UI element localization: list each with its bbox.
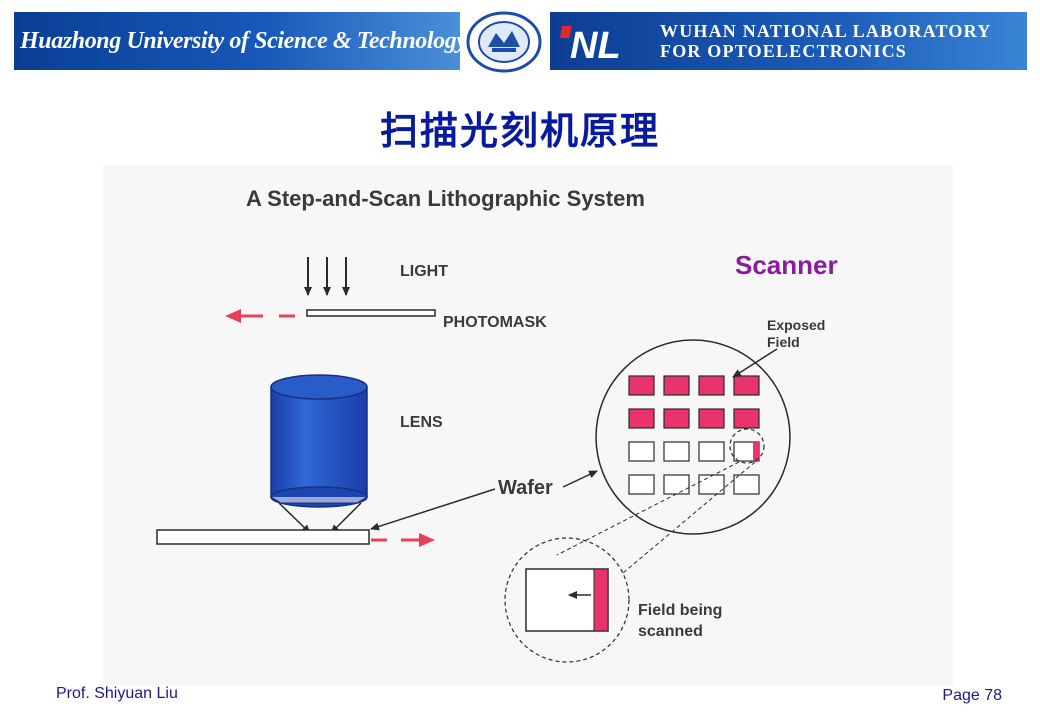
wafer-motion-arrow-icon bbox=[371, 533, 435, 547]
lens-label: LENS bbox=[400, 414, 443, 431]
footer-page-number: Page 78 bbox=[942, 687, 1002, 704]
light-arrows-icon bbox=[304, 257, 350, 296]
exposed-field bbox=[733, 408, 760, 429]
scanner-label: Scanner bbox=[735, 250, 838, 280]
lithography-figure: A Step-and-Scan Lithographic System Scan… bbox=[103, 165, 953, 685]
unexposed-field bbox=[663, 441, 690, 462]
mask-motion-arrow-icon bbox=[225, 309, 295, 323]
unexposed-field bbox=[698, 441, 725, 462]
unexposed-field bbox=[733, 474, 760, 495]
wafer bbox=[156, 529, 370, 545]
exposed-field bbox=[628, 375, 655, 396]
lens-icon bbox=[270, 374, 368, 508]
exposed-field bbox=[628, 408, 655, 429]
scanning-label-line2: scanned bbox=[638, 623, 703, 640]
exposed-label-line2: Field bbox=[767, 334, 800, 350]
scan-slit bbox=[593, 568, 609, 632]
wafer-label: Wafer bbox=[498, 477, 553, 499]
unexposed-field bbox=[628, 474, 655, 495]
lithography-diagram: A Step-and-Scan Lithographic System Scan… bbox=[156, 186, 838, 663]
exposed-field bbox=[698, 408, 725, 429]
field-grid bbox=[628, 375, 760, 495]
focus-cone bbox=[278, 502, 362, 534]
exposed-field bbox=[663, 408, 690, 429]
lab-banner: NL WUHAN NATIONAL LABORATORY FOR OPTOELE… bbox=[550, 12, 1027, 70]
page-title: 扫描光刻机原理 bbox=[379, 109, 660, 153]
exposed-field bbox=[698, 375, 725, 396]
wnlo-logo-icon: NL bbox=[560, 25, 621, 64]
footer-author: Prof. Shiyuan Liu bbox=[56, 685, 178, 702]
photomask-label: PHOTOMASK bbox=[443, 314, 547, 331]
wafer-top-view bbox=[595, 339, 791, 535]
magnified-view bbox=[504, 537, 630, 663]
unexposed-field bbox=[663, 474, 690, 495]
magnify-ring bbox=[729, 428, 765, 464]
photomask bbox=[306, 309, 436, 317]
lab-name: WUHAN NATIONAL LABORATORY FOR OPTOELECTR… bbox=[660, 21, 991, 61]
lab-name-line1: WUHAN NATIONAL LABORATORY bbox=[660, 21, 992, 41]
light-label: LIGHT bbox=[400, 263, 448, 280]
exposed-field bbox=[733, 375, 760, 396]
scanning-label-line1: Field being bbox=[638, 602, 722, 619]
university-banner: Huazhong University of Science & Technol… bbox=[14, 12, 460, 70]
exposed-field bbox=[663, 375, 690, 396]
unexposed-field bbox=[628, 441, 655, 462]
scanning-slit-mark bbox=[753, 442, 759, 461]
university-name: Huazhong University of Science & Technol… bbox=[20, 27, 460, 54]
lab-name-line2: FOR OPTOELECTRONICS bbox=[660, 41, 908, 61]
lab-logo-text: NL bbox=[570, 25, 621, 64]
university-seal-icon bbox=[466, 11, 542, 73]
exposed-label-line1: Exposed bbox=[767, 317, 825, 333]
figure-title: A Step-and-Scan Lithographic System bbox=[246, 186, 645, 211]
